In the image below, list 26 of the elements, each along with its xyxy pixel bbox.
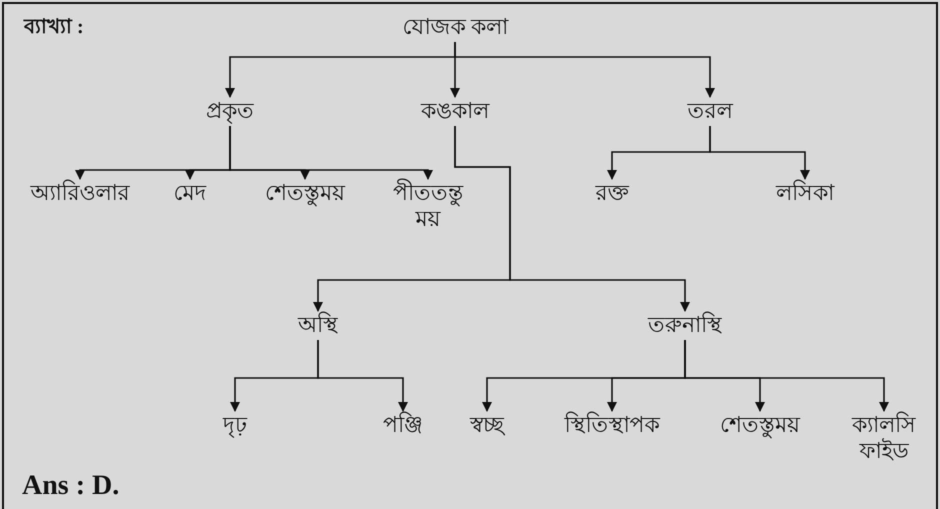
node-label: স্থিতিস্থাপক: [564, 412, 660, 438]
node-label: শেতস্তুময়: [720, 412, 800, 438]
node-label: ক্যালসি ফাইড: [839, 412, 929, 464]
arrow: [317, 340, 408, 412]
arrow: [709, 126, 810, 180]
node-label: লসিকা: [776, 180, 834, 206]
arrow: [229, 126, 433, 180]
node-label: অস্থি: [298, 312, 338, 338]
node-label: প্রকৃত: [206, 98, 254, 124]
node-label: শেতস্তুময়: [265, 180, 345, 206]
arrow: [684, 340, 889, 412]
node-label: অ্যারিওলার: [30, 180, 130, 206]
arrow: [454, 42, 715, 98]
node-label: পীততন্তু ময়: [378, 180, 478, 232]
explanation-heading: ব্যাখ্যা :: [24, 15, 84, 40]
node-label: পঞ্জি: [383, 412, 423, 438]
node-label: স্বচ্ছ: [470, 412, 504, 438]
node-label: তরল: [688, 98, 732, 124]
node-label: মেদ: [174, 180, 206, 206]
node-label: তরুনাস্থি: [648, 312, 722, 338]
node-label: কঙকাল: [421, 98, 489, 124]
node-label: রক্ত: [596, 180, 628, 206]
answer-text: Ans : D.: [22, 470, 120, 502]
node-label: যোজক কলা: [402, 14, 508, 40]
node-label: দৃঢ়: [223, 412, 247, 438]
arrow: [454, 126, 690, 312]
